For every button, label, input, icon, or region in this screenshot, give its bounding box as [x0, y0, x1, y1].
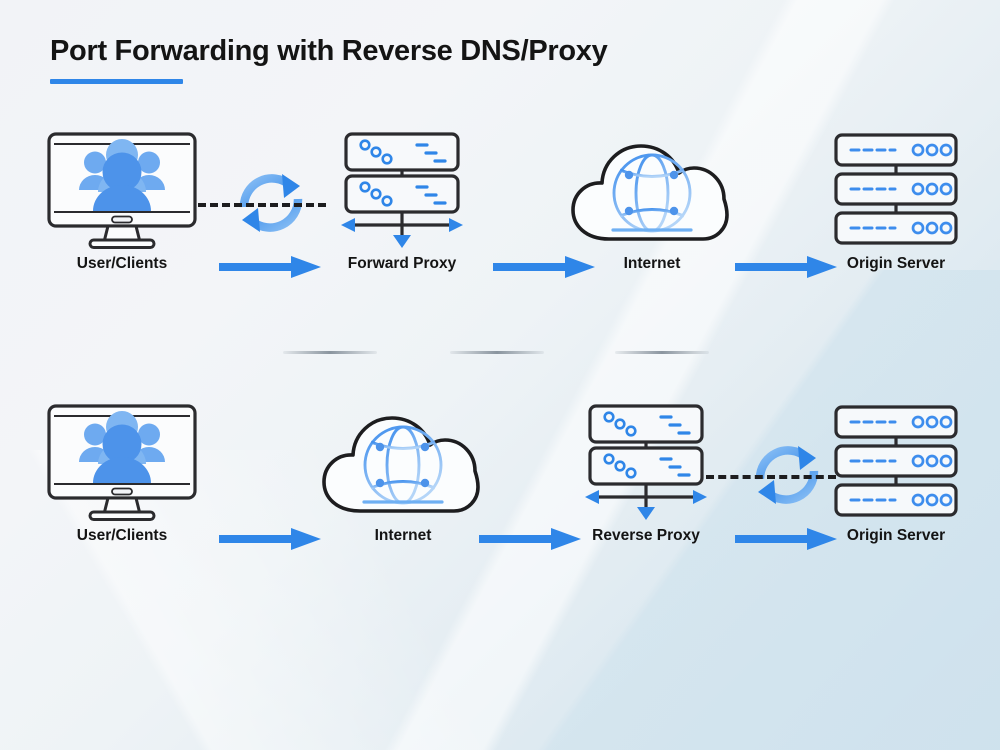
reverse-proxy-flow-row: User/Clients — [0, 402, 1000, 577]
node-label: Internet — [374, 527, 432, 544]
arrow-right-icon — [206, 252, 336, 282]
arrow-right-icon — [722, 524, 852, 554]
connector-internet-to-origin-server — [722, 130, 852, 305]
page-title: Port Forwarding with Reverse DNS/Proxy — [50, 35, 608, 67]
node-origin-server[interactable]: Origin Server — [806, 130, 986, 305]
node-internet[interactable]: Internet — [562, 130, 742, 305]
server-rack-icon — [806, 130, 986, 252]
monitor-users-icon — [32, 402, 212, 524]
server-rack-icon — [806, 402, 986, 524]
arrow-right-icon — [480, 252, 610, 282]
section-divider — [283, 351, 377, 354]
node-label: Origin Server — [846, 527, 946, 544]
node-label: User/Clients — [76, 255, 168, 272]
forward-proxy-flow-row: User/Clients — [0, 130, 1000, 305]
arrow-right-icon — [206, 524, 336, 554]
proxy-server-icon — [312, 130, 492, 252]
connector-user-to-forward-proxy — [198, 130, 336, 305]
cloud-globe-icon — [313, 402, 493, 524]
node-internet[interactable]: Internet — [313, 402, 493, 577]
monitor-users-icon — [32, 130, 212, 252]
connector-user-to-internet — [206, 402, 336, 577]
node-label: Forward Proxy — [347, 255, 457, 272]
node-user-clients[interactable]: User/Clients — [32, 402, 212, 577]
dashed-link-line — [198, 203, 326, 207]
cloud-globe-icon — [562, 130, 742, 252]
sync-circular-arrows-icon — [722, 430, 852, 520]
node-forward-proxy[interactable]: Forward Proxy — [312, 130, 492, 305]
node-label: User/Clients — [76, 527, 168, 544]
connector-reverse-proxy-to-origin-server — [706, 402, 852, 577]
node-label: Reverse Proxy — [592, 527, 700, 544]
node-user-clients[interactable]: User/Clients — [32, 130, 212, 305]
title-block: Port Forwarding with Reverse DNS/Proxy — [50, 35, 608, 84]
title-underline — [50, 78, 183, 84]
dashed-link-line — [706, 475, 836, 479]
node-label: Origin Server — [846, 255, 946, 272]
arrow-right-icon — [466, 524, 596, 554]
arrow-right-icon — [722, 252, 852, 282]
section-divider — [615, 351, 709, 354]
node-origin-server[interactable]: Origin Server — [806, 402, 986, 577]
proxy-server-icon — [556, 402, 736, 524]
section-divider — [450, 351, 544, 354]
connector-internet-to-reverse-proxy — [466, 402, 596, 577]
node-label: Internet — [623, 255, 681, 272]
node-reverse-proxy[interactable]: Reverse Proxy — [556, 402, 736, 577]
connector-forward-proxy-to-internet — [480, 130, 610, 305]
